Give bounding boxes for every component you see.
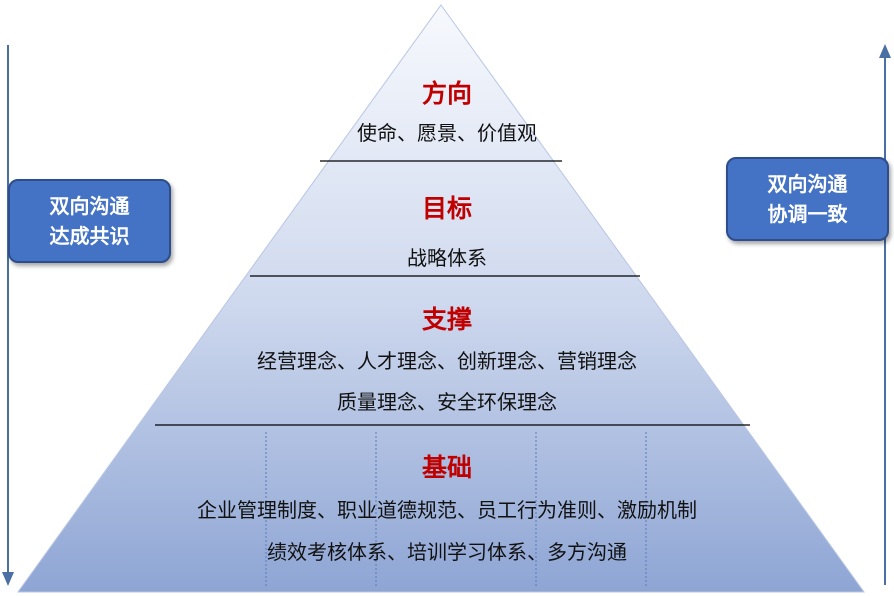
left-box-line-1: 双向沟通 [49, 194, 130, 218]
level-text-support-1: 经营理念、人才理念、创新理念、营销理念 [257, 349, 637, 373]
pyramid [17, 4, 865, 593]
right-coordination-box: 双向沟通 协调一致 [726, 157, 889, 241]
level-text-direction: 使命、愿景、价值观 [357, 121, 537, 145]
left-consensus-box: 双向沟通 达成共识 [8, 179, 171, 263]
level-title-support: 支撑 [421, 305, 472, 334]
level-title-goal: 目标 [421, 194, 472, 223]
left-arrow-head [2, 572, 14, 586]
level-title-foundation: 基础 [421, 453, 472, 482]
right-arrow-head [879, 44, 891, 58]
level-text-support-2: 质量理念、安全环保理念 [337, 390, 557, 414]
left-box-line-2: 达成共识 [49, 224, 130, 248]
level-text-goal: 战略体系 [407, 246, 487, 270]
right-box-line-2: 协调一致 [767, 202, 848, 226]
level-text-foundation-2: 绩效考核体系、培训学习体系、多方沟通 [267, 540, 627, 564]
right-box-line-1: 双向沟通 [767, 172, 848, 196]
level-title-direction: 方向 [421, 79, 472, 108]
level-text-foundation-1: 企业管理制度、职业道德规范、员工行为准则、激励机制 [197, 498, 697, 522]
